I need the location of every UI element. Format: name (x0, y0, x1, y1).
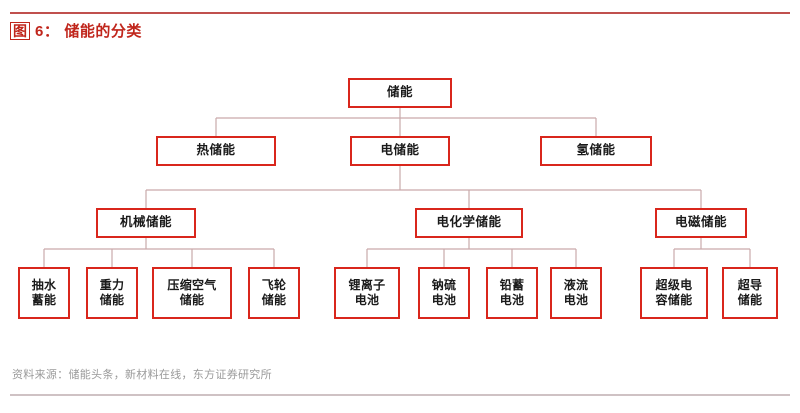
figure-header: 图 6： 储能的分类 (10, 20, 142, 41)
figure-number: 6： (35, 23, 60, 40)
tree-node-n3: 氢储能 (540, 136, 652, 166)
tree-node-n15: 超级电容储能 (640, 267, 708, 319)
tree-node-n14: 液流电池 (550, 267, 602, 319)
tree-node-n12: 钠硫电池 (418, 267, 470, 319)
tree-node-n9: 压缩空气储能 (152, 267, 232, 319)
tree-node-n0: 储能 (348, 78, 452, 108)
tree-node-n7: 抽水蓄能 (18, 267, 70, 319)
tree-node-n8: 重力储能 (86, 267, 138, 319)
tree-node-n16: 超导储能 (722, 267, 778, 319)
connector-lines (43, 108, 751, 267)
tree-node-n6: 电磁储能 (655, 208, 747, 238)
header-top-rule (10, 12, 790, 14)
tree-node-n10: 飞轮储能 (248, 267, 300, 319)
tree-node-n13: 铅蓄电池 (486, 267, 538, 319)
figure-tag: 图 (10, 21, 30, 40)
tree-node-n11: 锂离子电池 (334, 267, 400, 319)
tree-diagram: 储能热储能 电储能 氢储能机械储能 电化学储能 电磁储能抽水蓄能重力储能压缩空气储能飞轮… (0, 52, 800, 352)
tree-node-n4: 机械储能 (96, 208, 196, 238)
tree-node-n5: 电化学储能 (415, 208, 523, 238)
tree-node-n2: 电储能 (350, 136, 450, 166)
tree-node-n1: 热储能 (156, 136, 276, 166)
page-title: 储能的分类 (64, 23, 142, 40)
source-note: 资料来源：储能头条，新材料在线，东方证券研究所 (12, 369, 272, 381)
footer-bottom-rule (10, 394, 790, 396)
